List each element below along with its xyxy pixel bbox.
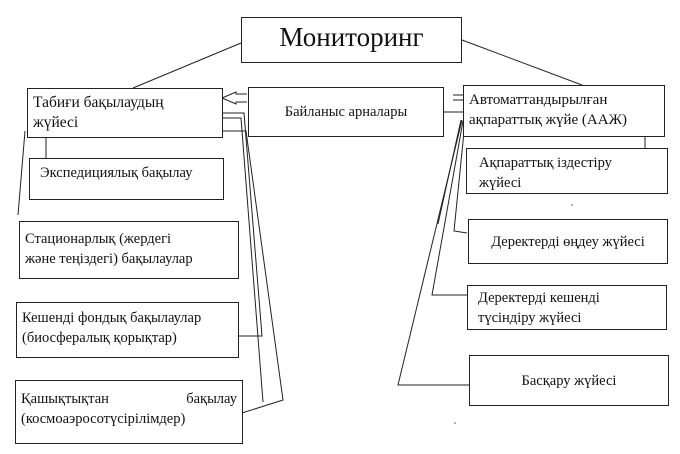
right-head-line: ақпараттық жүйе (ААЖ) xyxy=(469,112,628,128)
item-line: (космоаэросотүсірілімдер) xyxy=(21,411,186,427)
item-line: Ақпараттық іздестіру xyxy=(479,155,612,171)
connector-title-left xyxy=(132,42,242,89)
arrow-to-left-head xyxy=(220,91,247,105)
stray-dot xyxy=(454,422,456,424)
left-item-remote: Қашықтықтан бақылау (космоаэросотүсірілі… xyxy=(15,380,243,444)
stray-dot xyxy=(571,204,573,206)
left-head-line: Табиғи бақылаудың xyxy=(33,94,164,111)
right-item-info-search: Ақпараттық іздестіру жүйесі xyxy=(466,148,668,194)
right-item-processing: Деректерді өңдеу жүйесі xyxy=(468,219,668,264)
right-item-interpretation: Деректерді кешенді түсіндіру жүйесі xyxy=(467,285,667,330)
left-head-box: Табиғи бақылаудың жүйесі xyxy=(27,88,223,138)
left-item-complex: Кешенді фондық бақылаулар (биосфералық қ… xyxy=(16,302,239,358)
connector-left-stationary xyxy=(17,130,26,216)
connector-right-interpretation xyxy=(431,120,467,296)
connector-right-control xyxy=(397,119,470,386)
item-line: жүйесі xyxy=(479,175,522,191)
connector-right-extra xyxy=(437,119,462,225)
left-head-line: жүйесі xyxy=(33,114,79,131)
item-line: Басқару жүйесі xyxy=(521,372,617,389)
connector-left-remote-1 xyxy=(222,117,264,403)
connector-title-right xyxy=(461,39,583,86)
right-head-line: Автоматтандырылған xyxy=(469,92,608,108)
connector-left-complex xyxy=(222,112,263,337)
connector-left-remote xyxy=(222,130,284,414)
item-line: және теңіздегі) бақылаулар xyxy=(25,251,193,267)
item-line: түсіндіру жүйесі xyxy=(478,310,582,326)
item-line: Стационарлық (жердегі xyxy=(25,231,172,247)
title-box: Мониторинг xyxy=(241,17,462,63)
left-item-expedition: Экспедициялық бақылау xyxy=(29,158,224,200)
connector-right-processing xyxy=(453,121,468,234)
item-line: (биосфералық қорықтар) xyxy=(22,330,177,346)
item-line: Қашықтықтан бақылау xyxy=(21,391,237,407)
item-line: Деректерді кешенді xyxy=(478,290,600,306)
channels-text: Байланыс арналары xyxy=(284,104,408,120)
channels-box: Байланыс арналары xyxy=(248,87,444,137)
right-item-control: Басқару жүйесі xyxy=(469,355,669,406)
left-item-stationary: Стационарлық (жердегі және теңіздегі) ба… xyxy=(19,221,239,279)
title-text: Мониторинг xyxy=(279,22,424,52)
right-head-box: Автоматтандырылған ақпараттық жүйе (ААЖ) xyxy=(463,85,665,137)
item-line: Экспедициялық бақылау xyxy=(40,165,193,181)
item-line: Деректерді өңдеу жүйесі xyxy=(491,233,645,250)
item-line: Кешенді фондық бақылаулар xyxy=(22,310,202,326)
